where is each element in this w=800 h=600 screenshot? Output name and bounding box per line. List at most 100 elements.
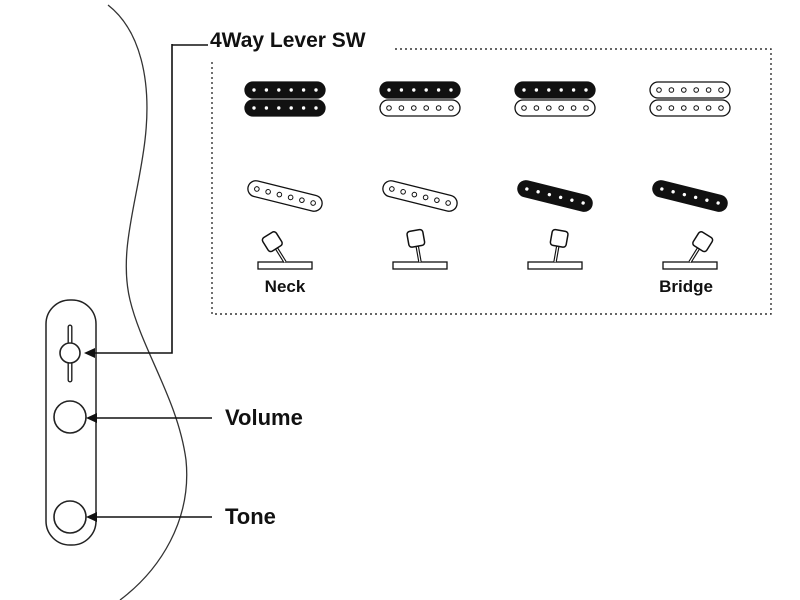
- pole-piece: [277, 106, 281, 110]
- humbucker-top-coil: [514, 81, 596, 99]
- volume-arrow-head: [86, 413, 97, 423]
- pole-piece: [422, 194, 429, 201]
- pole-piece: [671, 190, 675, 194]
- pole-piece: [584, 88, 588, 92]
- position-label-bridge: Bridge: [659, 277, 713, 296]
- pole-piece: [716, 201, 720, 205]
- tone-label: Tone: [225, 504, 276, 529]
- pole-piece: [547, 88, 551, 92]
- humbucker-bottom-coil: [514, 99, 596, 117]
- volume-knob[interactable]: [53, 400, 87, 434]
- pole-piece: [314, 106, 318, 110]
- single-coil: [382, 180, 458, 212]
- humbucker-top-coil: [244, 81, 326, 99]
- pole-piece: [276, 191, 283, 198]
- pole-piece: [412, 88, 416, 92]
- pole-piece: [265, 188, 271, 195]
- volume-label: Volume: [225, 405, 303, 430]
- pole-piece: [389, 186, 395, 192]
- pole-piece: [289, 88, 293, 92]
- position-label-neck: Neck: [264, 277, 306, 296]
- pole-piece: [570, 198, 574, 202]
- pole-piece: [656, 105, 662, 111]
- switch-position-2: [379, 81, 461, 270]
- single-coil-pickup: [517, 180, 593, 212]
- pole-piece: [583, 105, 589, 111]
- lever-position-icon: [662, 231, 718, 270]
- pole-piece: [299, 197, 305, 204]
- pole-piece: [436, 88, 441, 92]
- pole-piece: [522, 88, 526, 92]
- pole-piece: [386, 105, 392, 111]
- pole-piece: [252, 88, 256, 92]
- pole-piece: [681, 87, 687, 93]
- lever-position-icon: [257, 231, 313, 270]
- pole-piece: [705, 198, 709, 202]
- pole-piece: [301, 106, 306, 110]
- pole-piece: [533, 105, 540, 111]
- pole-piece: [668, 105, 675, 111]
- pole-piece: [682, 192, 687, 197]
- humbucker-top-coil: [379, 81, 461, 99]
- tone-knob[interactable]: [53, 500, 87, 534]
- switch-arrow-head: [84, 348, 95, 358]
- switch-leader-line: [92, 44, 173, 354]
- tone-arrow-head: [86, 512, 97, 522]
- pole-piece: [264, 88, 269, 92]
- pole-piece: [558, 105, 565, 111]
- single-coil-pickup: [382, 180, 458, 212]
- positions-frame: [211, 48, 772, 315]
- humbucker-top-coil: [649, 81, 731, 99]
- humbucker-bottom-coil: [379, 99, 461, 117]
- pole-piece: [660, 187, 664, 191]
- single-coil-pickup: [247, 180, 323, 212]
- single-coil-pickup: [652, 180, 728, 212]
- pole-piece: [423, 105, 430, 111]
- pole-piece: [534, 88, 539, 92]
- pole-piece: [693, 195, 698, 200]
- pole-piece: [277, 88, 281, 92]
- lever-position-icon: [392, 228, 448, 270]
- pole-piece: [581, 201, 585, 205]
- lever-switch[interactable]: [59, 324, 81, 383]
- switch-title: 4Way Lever SW: [208, 30, 372, 51]
- pole-piece: [546, 105, 552, 111]
- humbucker-bottom-coil: [244, 99, 326, 117]
- pole-piece: [705, 105, 712, 111]
- pole-piece: [400, 188, 406, 195]
- pole-piece: [693, 105, 700, 111]
- pole-piece: [571, 88, 576, 92]
- pole-piece: [310, 200, 316, 206]
- pole-piece: [558, 195, 563, 200]
- pole-piece: [387, 88, 391, 92]
- single-coil: [247, 180, 323, 212]
- pole-piece: [287, 194, 294, 201]
- pole-piece: [718, 105, 724, 111]
- pole-piece: [398, 105, 405, 111]
- pole-piece: [314, 88, 318, 92]
- lever-position-icon: [527, 228, 583, 270]
- pole-piece: [668, 87, 675, 93]
- pole-piece: [656, 87, 662, 93]
- pole-piece: [547, 192, 552, 197]
- pole-piece: [445, 200, 451, 206]
- pole-piece: [289, 106, 293, 110]
- pole-piece: [570, 105, 577, 111]
- pole-piece: [434, 197, 440, 204]
- pole-piece: [525, 187, 529, 191]
- pole-piece: [252, 106, 256, 110]
- guitar-body-outline: [107, 4, 188, 600]
- pole-piece: [681, 105, 687, 111]
- pole-piece: [521, 105, 527, 111]
- switch-position-1: [244, 81, 326, 270]
- pole-piece: [301, 88, 306, 92]
- switch-position-3: [514, 81, 596, 270]
- pole-piece: [411, 191, 418, 198]
- pole-piece: [449, 88, 453, 92]
- pole-piece: [705, 87, 712, 93]
- pole-piece: [693, 87, 700, 93]
- pole-piece: [264, 106, 269, 110]
- single-coil: [517, 180, 593, 212]
- single-coil: [652, 180, 728, 212]
